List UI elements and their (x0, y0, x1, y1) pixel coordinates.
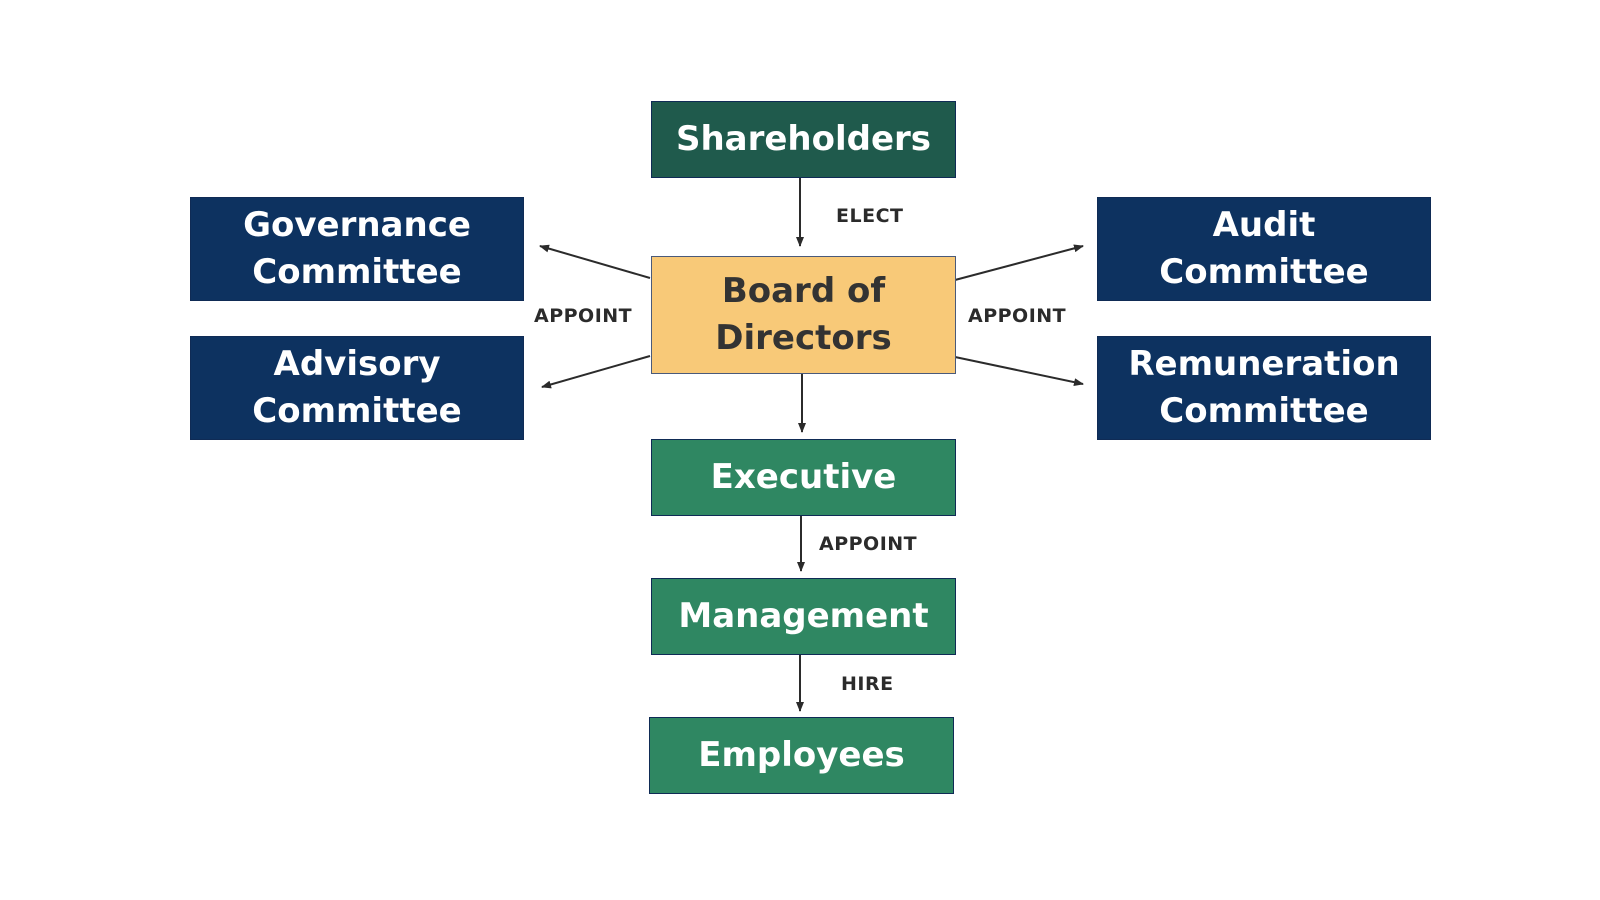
appoint-right-label: APPOINT (968, 305, 1067, 327)
board-of-directors-label: Board of Directors (715, 271, 892, 358)
management-label: Management (678, 596, 929, 637)
remuneration-committee-box: Remuneration Committee (1097, 336, 1431, 440)
management-box: Management (651, 578, 956, 655)
shareholders-label: Shareholders (675, 119, 932, 160)
hire-label: HIRE (841, 673, 894, 695)
elect-label: ELECT (836, 205, 904, 227)
arrow-board-to-audit (954, 244, 1084, 281)
board-of-directors-box: Board of Directors (651, 256, 956, 374)
appoint-executive-label: APPOINT (819, 533, 918, 555)
executive-box: Executive (651, 439, 956, 516)
remuneration-committee-label: Remuneration Committee (1128, 344, 1400, 431)
arrow-board-to-remuneration (954, 356, 1084, 387)
employees-box: Employees (649, 717, 954, 794)
audit-committee-box: Audit Committee (1097, 197, 1431, 301)
executive-label: Executive (710, 457, 897, 498)
shareholders-box: Shareholders (651, 101, 956, 178)
advisory-committee-box: Advisory Committee (190, 336, 524, 440)
governance-committee-label: Governance Committee (243, 205, 471, 292)
employees-label: Employees (698, 735, 905, 776)
advisory-committee-label: Advisory Committee (252, 344, 462, 431)
appoint-left-label: APPOINT (534, 305, 633, 327)
audit-committee-label: Audit Committee (1159, 205, 1369, 292)
governance-committee-box: Governance Committee (190, 197, 524, 301)
arrow-board-to-advisory (541, 355, 651, 389)
arrow-board-to-governance (539, 244, 651, 279)
